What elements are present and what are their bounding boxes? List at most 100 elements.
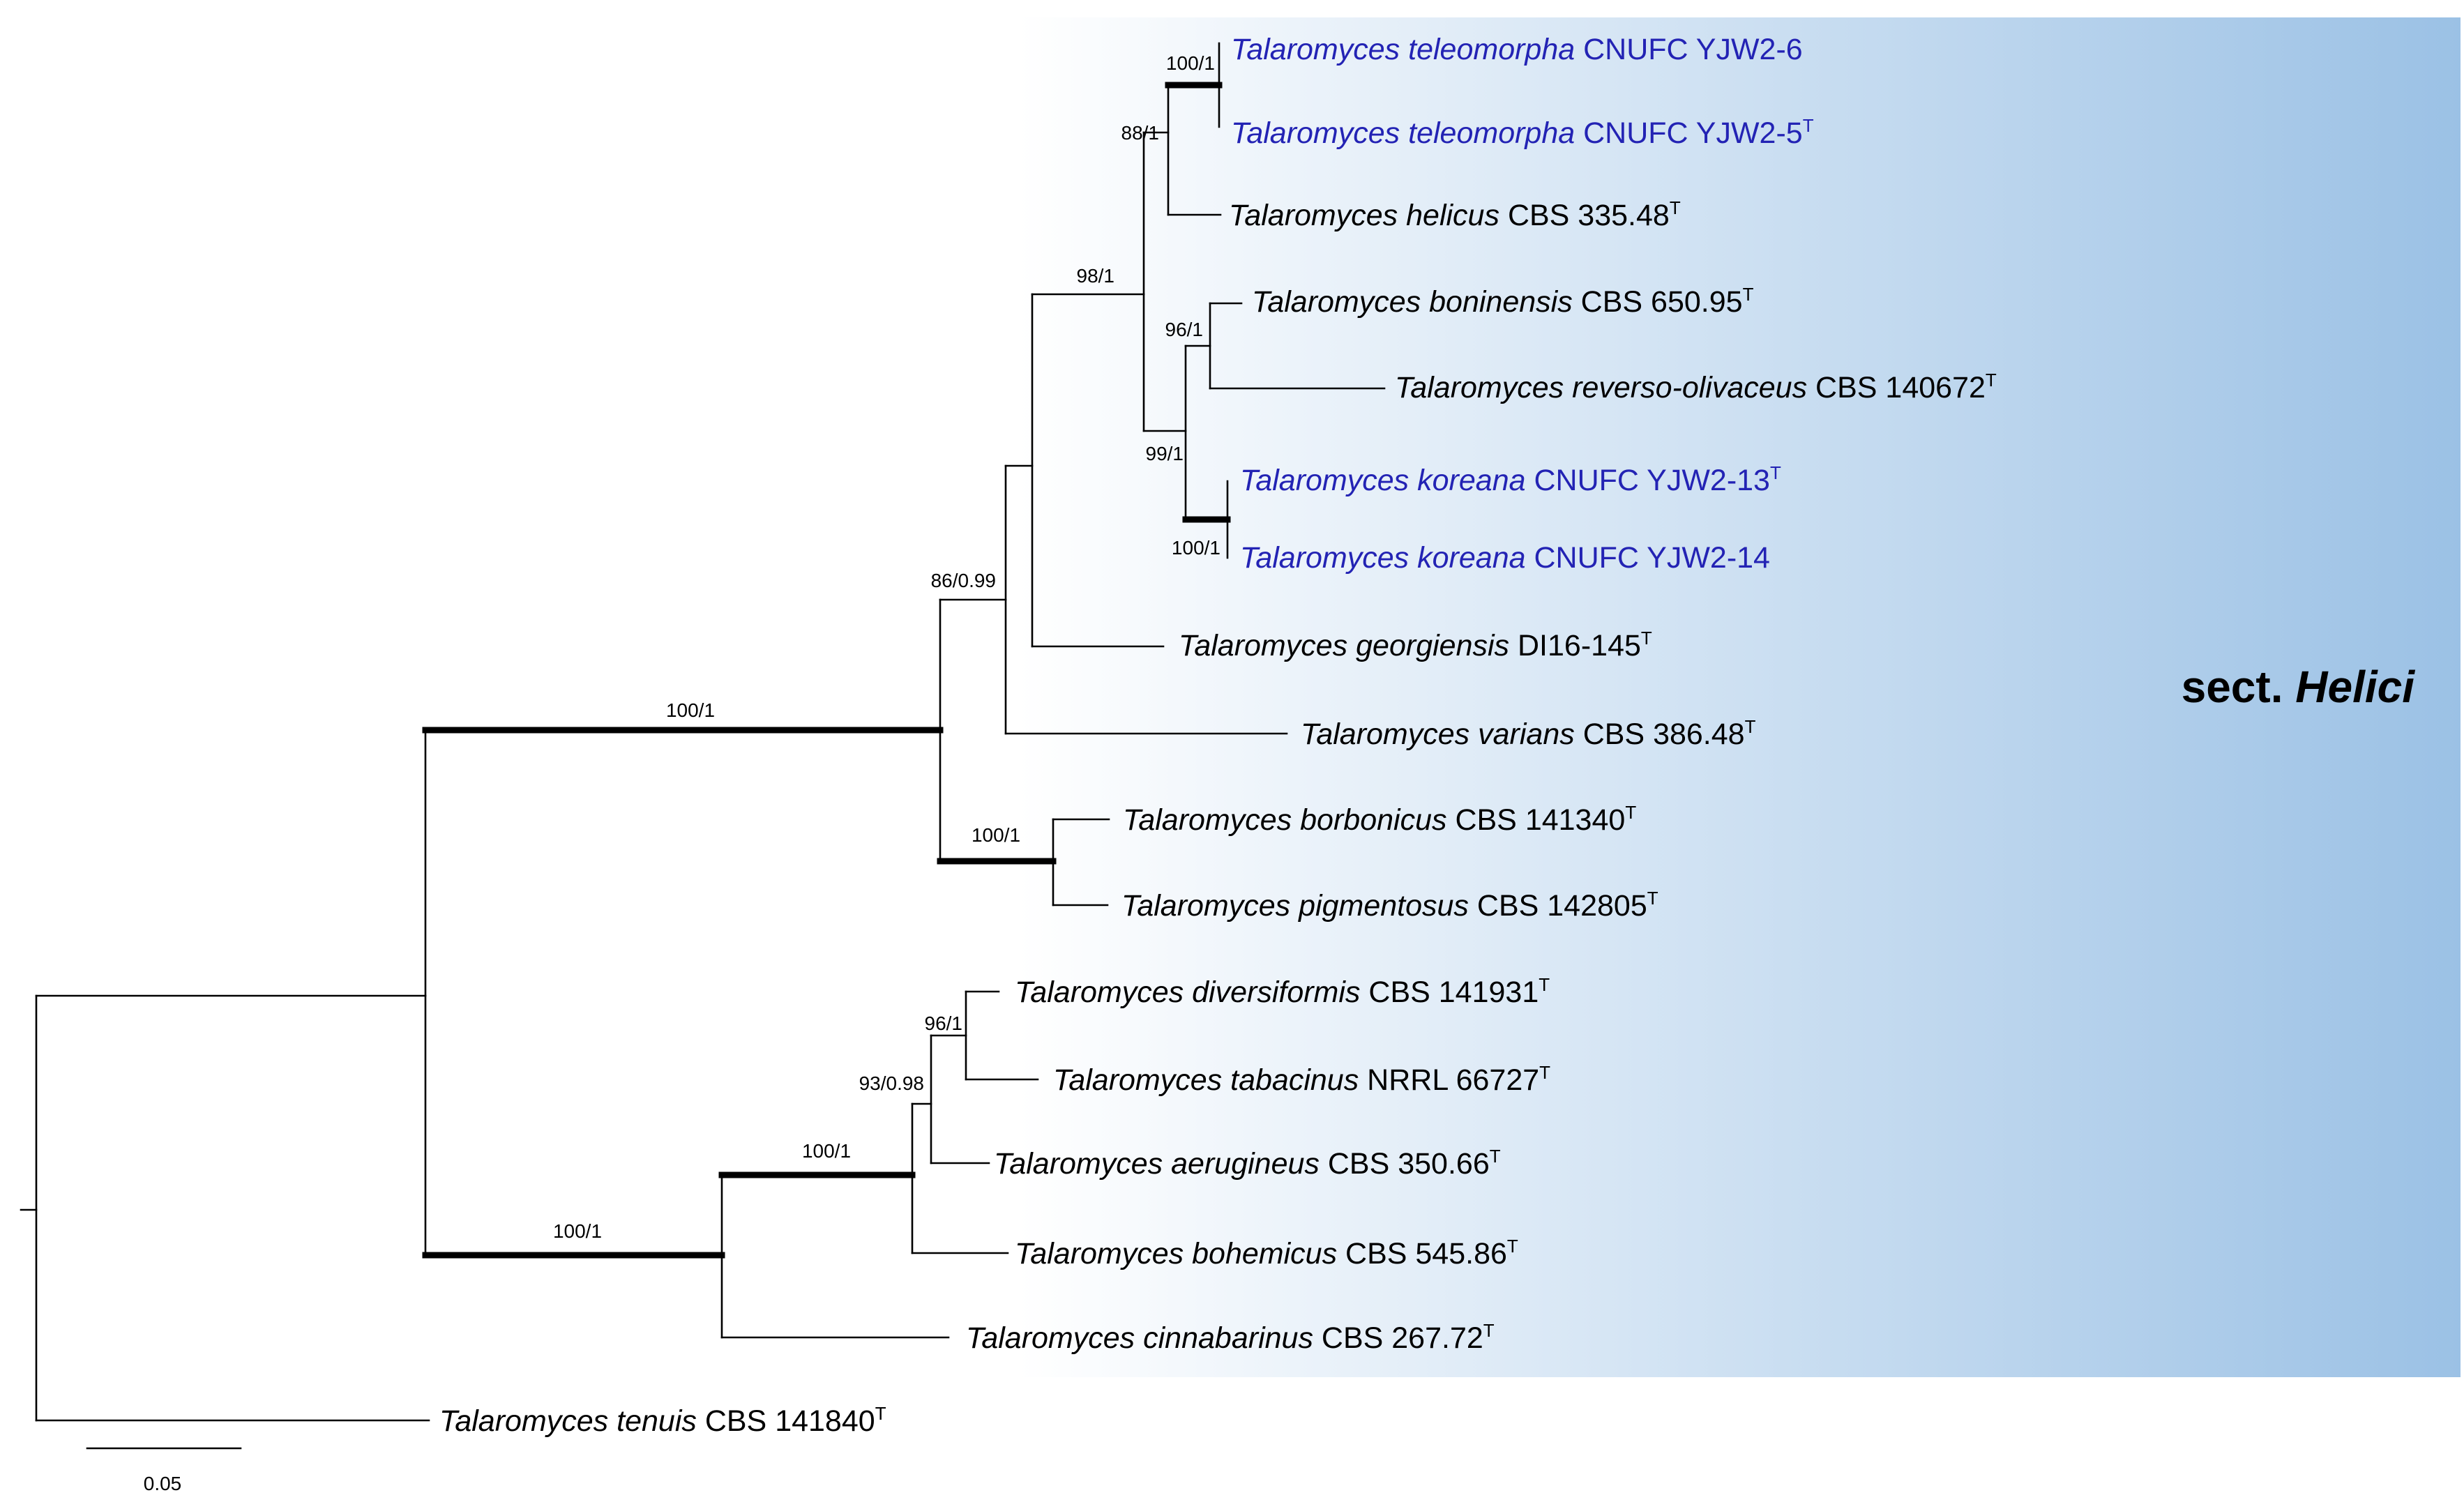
taxon-label: Talaromyces koreana CNUFC YJW2-13T: [1240, 462, 1781, 497]
species-epithet: diversiformis: [1192, 976, 1360, 1009]
strain-id: CNUFC YJW2-6: [1583, 33, 1803, 66]
support-value: 100/1: [553, 1220, 602, 1242]
strain-id: CBS 140672: [1815, 371, 1986, 404]
taxon-label: Talaromyces koreana CNUFC YJW2-14: [1240, 541, 1770, 575]
species-name: Talaromyces: [1229, 199, 1398, 232]
taxon-label: Talaromyces tenuis CBS 141840T: [439, 1403, 886, 1438]
species-name: Talaromyces: [1053, 1063, 1222, 1097]
species-epithet: pigmentosus: [1297, 889, 1469, 923]
type-marker: T: [1539, 1062, 1550, 1083]
support-value: 100/1: [666, 699, 715, 721]
strain-id: CNUFC YJW2-5: [1583, 116, 1803, 150]
taxon-label: Talaromyces teleomorpha CNUFC YJW2-6: [1231, 33, 1803, 66]
section-prefix: sect.: [2182, 662, 2283, 712]
species-epithet: tenuis: [617, 1404, 697, 1438]
taxon-label: Talaromyces tabacinus NRRL 66727T: [1053, 1062, 1550, 1097]
type-marker: T: [1539, 974, 1550, 995]
species-epithet: georgiensis: [1356, 629, 1509, 662]
species-name: Talaromyces: [1015, 976, 1184, 1009]
type-marker: T: [1803, 115, 1814, 136]
species-epithet: tabacinus: [1230, 1063, 1359, 1097]
strain-id: CNUFC YJW2-13: [1534, 464, 1769, 497]
species-epithet: bohemicus: [1192, 1237, 1337, 1270]
section-label: sect. Helici: [2182, 662, 2416, 712]
type-marker: T: [1770, 462, 1781, 483]
species-name: Talaromyces: [1179, 629, 1347, 662]
type-marker: T: [875, 1403, 886, 1424]
support-value: 100/1: [1172, 537, 1220, 559]
support-value: 99/1: [1146, 443, 1184, 464]
type-marker: T: [1743, 284, 1754, 305]
strain-id: CBS 141931: [1368, 976, 1539, 1009]
species-epithet: cinnabarinus: [1143, 1321, 1313, 1355]
strain-id: CBS 650.95: [1581, 285, 1743, 319]
taxon-label: Talaromyces borbonicus CBS 141340T: [1123, 802, 1636, 837]
support-value: 93/0.98: [859, 1072, 924, 1094]
scale-bar-label: 0.05: [144, 1473, 182, 1494]
type-marker: T: [1625, 802, 1636, 823]
species-name: Talaromyces: [1231, 33, 1400, 66]
species-epithet: teleomorpha: [1408, 116, 1575, 150]
species-epithet: varians: [1478, 718, 1575, 751]
strain-id: CBS 267.72: [1322, 1321, 1483, 1355]
strain-id: CBS 545.86: [1345, 1237, 1507, 1270]
species-name: Talaromyces: [1231, 116, 1400, 150]
strain-id: CBS 386.48: [1583, 718, 1745, 751]
species-epithet: koreana: [1417, 541, 1525, 575]
species-epithet: teleomorpha: [1408, 33, 1575, 66]
species-name: Talaromyces: [1240, 464, 1409, 497]
strain-id: CBS 142805: [1477, 889, 1647, 923]
taxon-label: Talaromyces pigmentosus CBS 142805T: [1121, 888, 1658, 923]
taxon-label: Talaromyces aerugineus CBS 350.66T: [994, 1146, 1501, 1181]
section-name: Helici: [2295, 662, 2415, 712]
type-marker: T: [1490, 1146, 1501, 1167]
type-marker: T: [1641, 628, 1652, 648]
support-value: 96/1: [1165, 319, 1204, 340]
taxon-label: Talaromyces helicus CBS 335.48T: [1229, 197, 1681, 232]
species-name: Talaromyces: [994, 1147, 1163, 1181]
species-name: Talaromyces: [439, 1404, 608, 1438]
species-name: Talaromyces: [1123, 803, 1292, 837]
species-epithet: aerugineus: [1171, 1147, 1320, 1181]
taxon-label: Talaromyces teleomorpha CNUFC YJW2-5T: [1231, 115, 1814, 150]
taxon-label: Talaromyces georgiensis DI16-145T: [1179, 628, 1652, 662]
species-name: Talaromyces: [966, 1321, 1135, 1355]
type-marker: T: [1647, 888, 1658, 909]
species-name: Talaromyces: [1301, 718, 1469, 751]
taxon-label: Talaromyces reverso-olivaceus CBS 140672…: [1395, 370, 1997, 404]
strain-id: CBS 141340: [1455, 803, 1625, 837]
support-value: 98/1: [1077, 265, 1115, 287]
strain-id: DI16-145: [1518, 629, 1641, 662]
species-epithet: boninensis: [1429, 285, 1573, 319]
type-marker: T: [1670, 197, 1681, 218]
species-epithet: helicus: [1406, 199, 1499, 232]
strain-id: CBS 350.66: [1328, 1147, 1490, 1181]
support-value: 86/0.99: [931, 570, 996, 591]
support-values: 100/1 88/1 98/1 96/1 99/1 100/1 86/0.99 …: [553, 52, 1220, 1242]
species-epithet: borbonicus: [1300, 803, 1446, 837]
support-value: 100/1: [972, 824, 1020, 846]
species-name: Talaromyces: [1121, 889, 1290, 923]
taxon-label: Talaromyces varians CBS 386.48T: [1301, 716, 1756, 751]
strain-id: NRRL 66727: [1367, 1063, 1539, 1097]
species-epithet: koreana: [1417, 464, 1525, 497]
type-marker: T: [1507, 1236, 1518, 1257]
branches: [20, 42, 1386, 1422]
strain-id: CNUFC YJW2-14: [1534, 541, 1769, 575]
section-highlight: [1018, 17, 2461, 1377]
strain-id: CBS 335.48: [1508, 199, 1670, 232]
species-name: Talaromyces: [1240, 541, 1409, 575]
support-value: 100/1: [1166, 52, 1215, 74]
support-value: 88/1: [1121, 122, 1160, 144]
strain-id: CBS 141840: [705, 1404, 875, 1438]
species-epithet: reverso-olivaceus: [1572, 371, 1807, 404]
species-name: Talaromyces: [1252, 285, 1421, 319]
taxon-label: Talaromyces cinnabarinus CBS 267.72T: [966, 1320, 1495, 1355]
type-marker: T: [1986, 370, 1997, 390]
species-name: Talaromyces: [1395, 371, 1564, 404]
taxon-label: Talaromyces bohemicus CBS 545.86T: [1015, 1236, 1518, 1270]
support-value: 96/1: [925, 1012, 963, 1034]
taxon-label: Talaromyces diversiformis CBS 141931T: [1015, 974, 1550, 1009]
scale-bar: 0.05: [86, 1447, 242, 1494]
